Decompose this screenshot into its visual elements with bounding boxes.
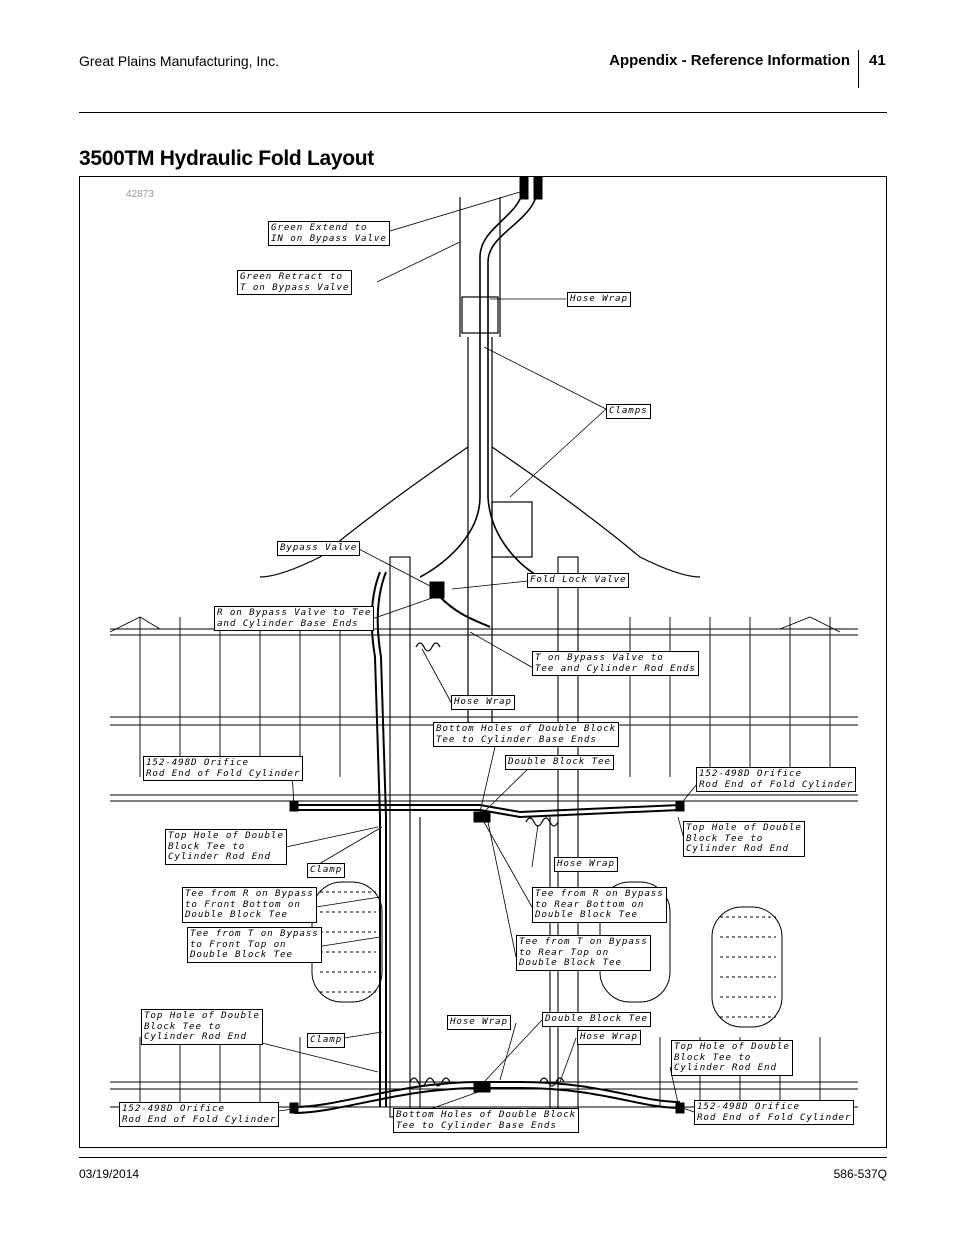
callout-bottom-holes-low: Bottom Holes of Double Block Tee to Cyli… <box>393 1108 580 1133</box>
figure-number: 42873 <box>126 189 154 200</box>
callout-top-hole-left-low: Top Hole of Double Block Tee to Cylinder… <box>141 1009 263 1045</box>
callout-green-extend: Green Extend to IN on Bypass Valve <box>268 221 390 246</box>
hydraulic-layout-figure: 42873 Green Extend to IN on Bypass Valve… <box>79 176 887 1148</box>
callout-double-block-tee-low: Double Block Tee <box>542 1012 651 1027</box>
callout-orifice-left-low: 152-498D Orifice Rod End of Fold Cylinde… <box>119 1102 280 1127</box>
company-name: Great Plains Manufacturing, Inc. <box>79 53 279 69</box>
machine-drawing <box>109 177 858 1123</box>
callout-top-hole-right-low: Top Hole of Double Block Tee to Cylinder… <box>671 1040 793 1076</box>
callout-hose-wrap-low-right: Hose Wrap <box>577 1030 641 1045</box>
callout-tee-r-rear: Tee from R on Bypass to Rear Bottom on D… <box>532 887 667 923</box>
header-divider <box>858 50 859 88</box>
callout-t-on-bypass: T on Bypass Valve to Tee and Cylinder Ro… <box>532 651 699 676</box>
footer-doc-number: 586-537Q <box>833 1167 887 1181</box>
footer-rule <box>79 1157 887 1158</box>
page-title: 3500TM Hydraulic Fold Layout <box>79 147 374 170</box>
footer-date: 03/19/2014 <box>79 1167 140 1181</box>
callout-green-retract: Green Retract to T on Bypass Valve <box>237 270 353 295</box>
callout-bottom-holes-top: Bottom Holes of Double Block Tee to Cyli… <box>433 722 620 747</box>
couplers <box>519 177 543 200</box>
leader-lines <box>261 191 698 1123</box>
callout-r-on-bypass: R on Bypass Valve to Tee and Cylinder Ba… <box>214 606 375 631</box>
callout-hose-wrap-top: Hose Wrap <box>567 292 631 307</box>
callout-fold-lock-valve: Fold Lock Valve <box>527 573 630 588</box>
callout-tee-r-front: Tee from R on Bypass to Front Bottom on … <box>182 887 317 923</box>
callout-orifice-left-top: 152-498D Orifice Rod End of Fold Cylinde… <box>143 756 304 781</box>
hose-wraps <box>409 642 565 1087</box>
callout-clamp-mid: Clamp <box>307 863 346 878</box>
page-number: 41 <box>869 52 886 69</box>
header-rule <box>79 112 887 113</box>
callout-orifice-right-low: 152-498D Orifice Rod End of Fold Cylinde… <box>694 1100 855 1125</box>
callout-double-block-tee-mid: Double Block Tee <box>505 755 614 770</box>
callout-clamps: Clamps <box>606 404 651 419</box>
callout-bypass-valve: Bypass Valve <box>277 541 361 556</box>
callout-tee-t-front: Tee from T on Bypass to Front Top on Dou… <box>187 927 322 963</box>
fittings <box>289 581 685 1114</box>
callout-hose-wrap-mid: Hose Wrap <box>451 695 515 710</box>
callout-top-hole-left-mid: Top Hole of Double Block Tee to Cylinder… <box>165 829 287 865</box>
callout-hose-wrap-low: Hose Wrap <box>447 1015 511 1030</box>
callout-top-hole-right-mid: Top Hole of Double Block Tee to Cylinder… <box>683 821 805 857</box>
section-title: Appendix - Reference Information <box>609 52 850 69</box>
callout-clamp-low: Clamp <box>307 1033 346 1048</box>
callout-tee-t-rear: Tee from T on Bypass to Rear Top on Doub… <box>516 935 651 971</box>
hose-bundle <box>419 186 541 578</box>
callout-hose-wrap-right-mid: Hose Wrap <box>554 857 618 872</box>
callout-orifice-right-top: 152-498D Orifice Rod End of Fold Cylinde… <box>696 767 857 792</box>
